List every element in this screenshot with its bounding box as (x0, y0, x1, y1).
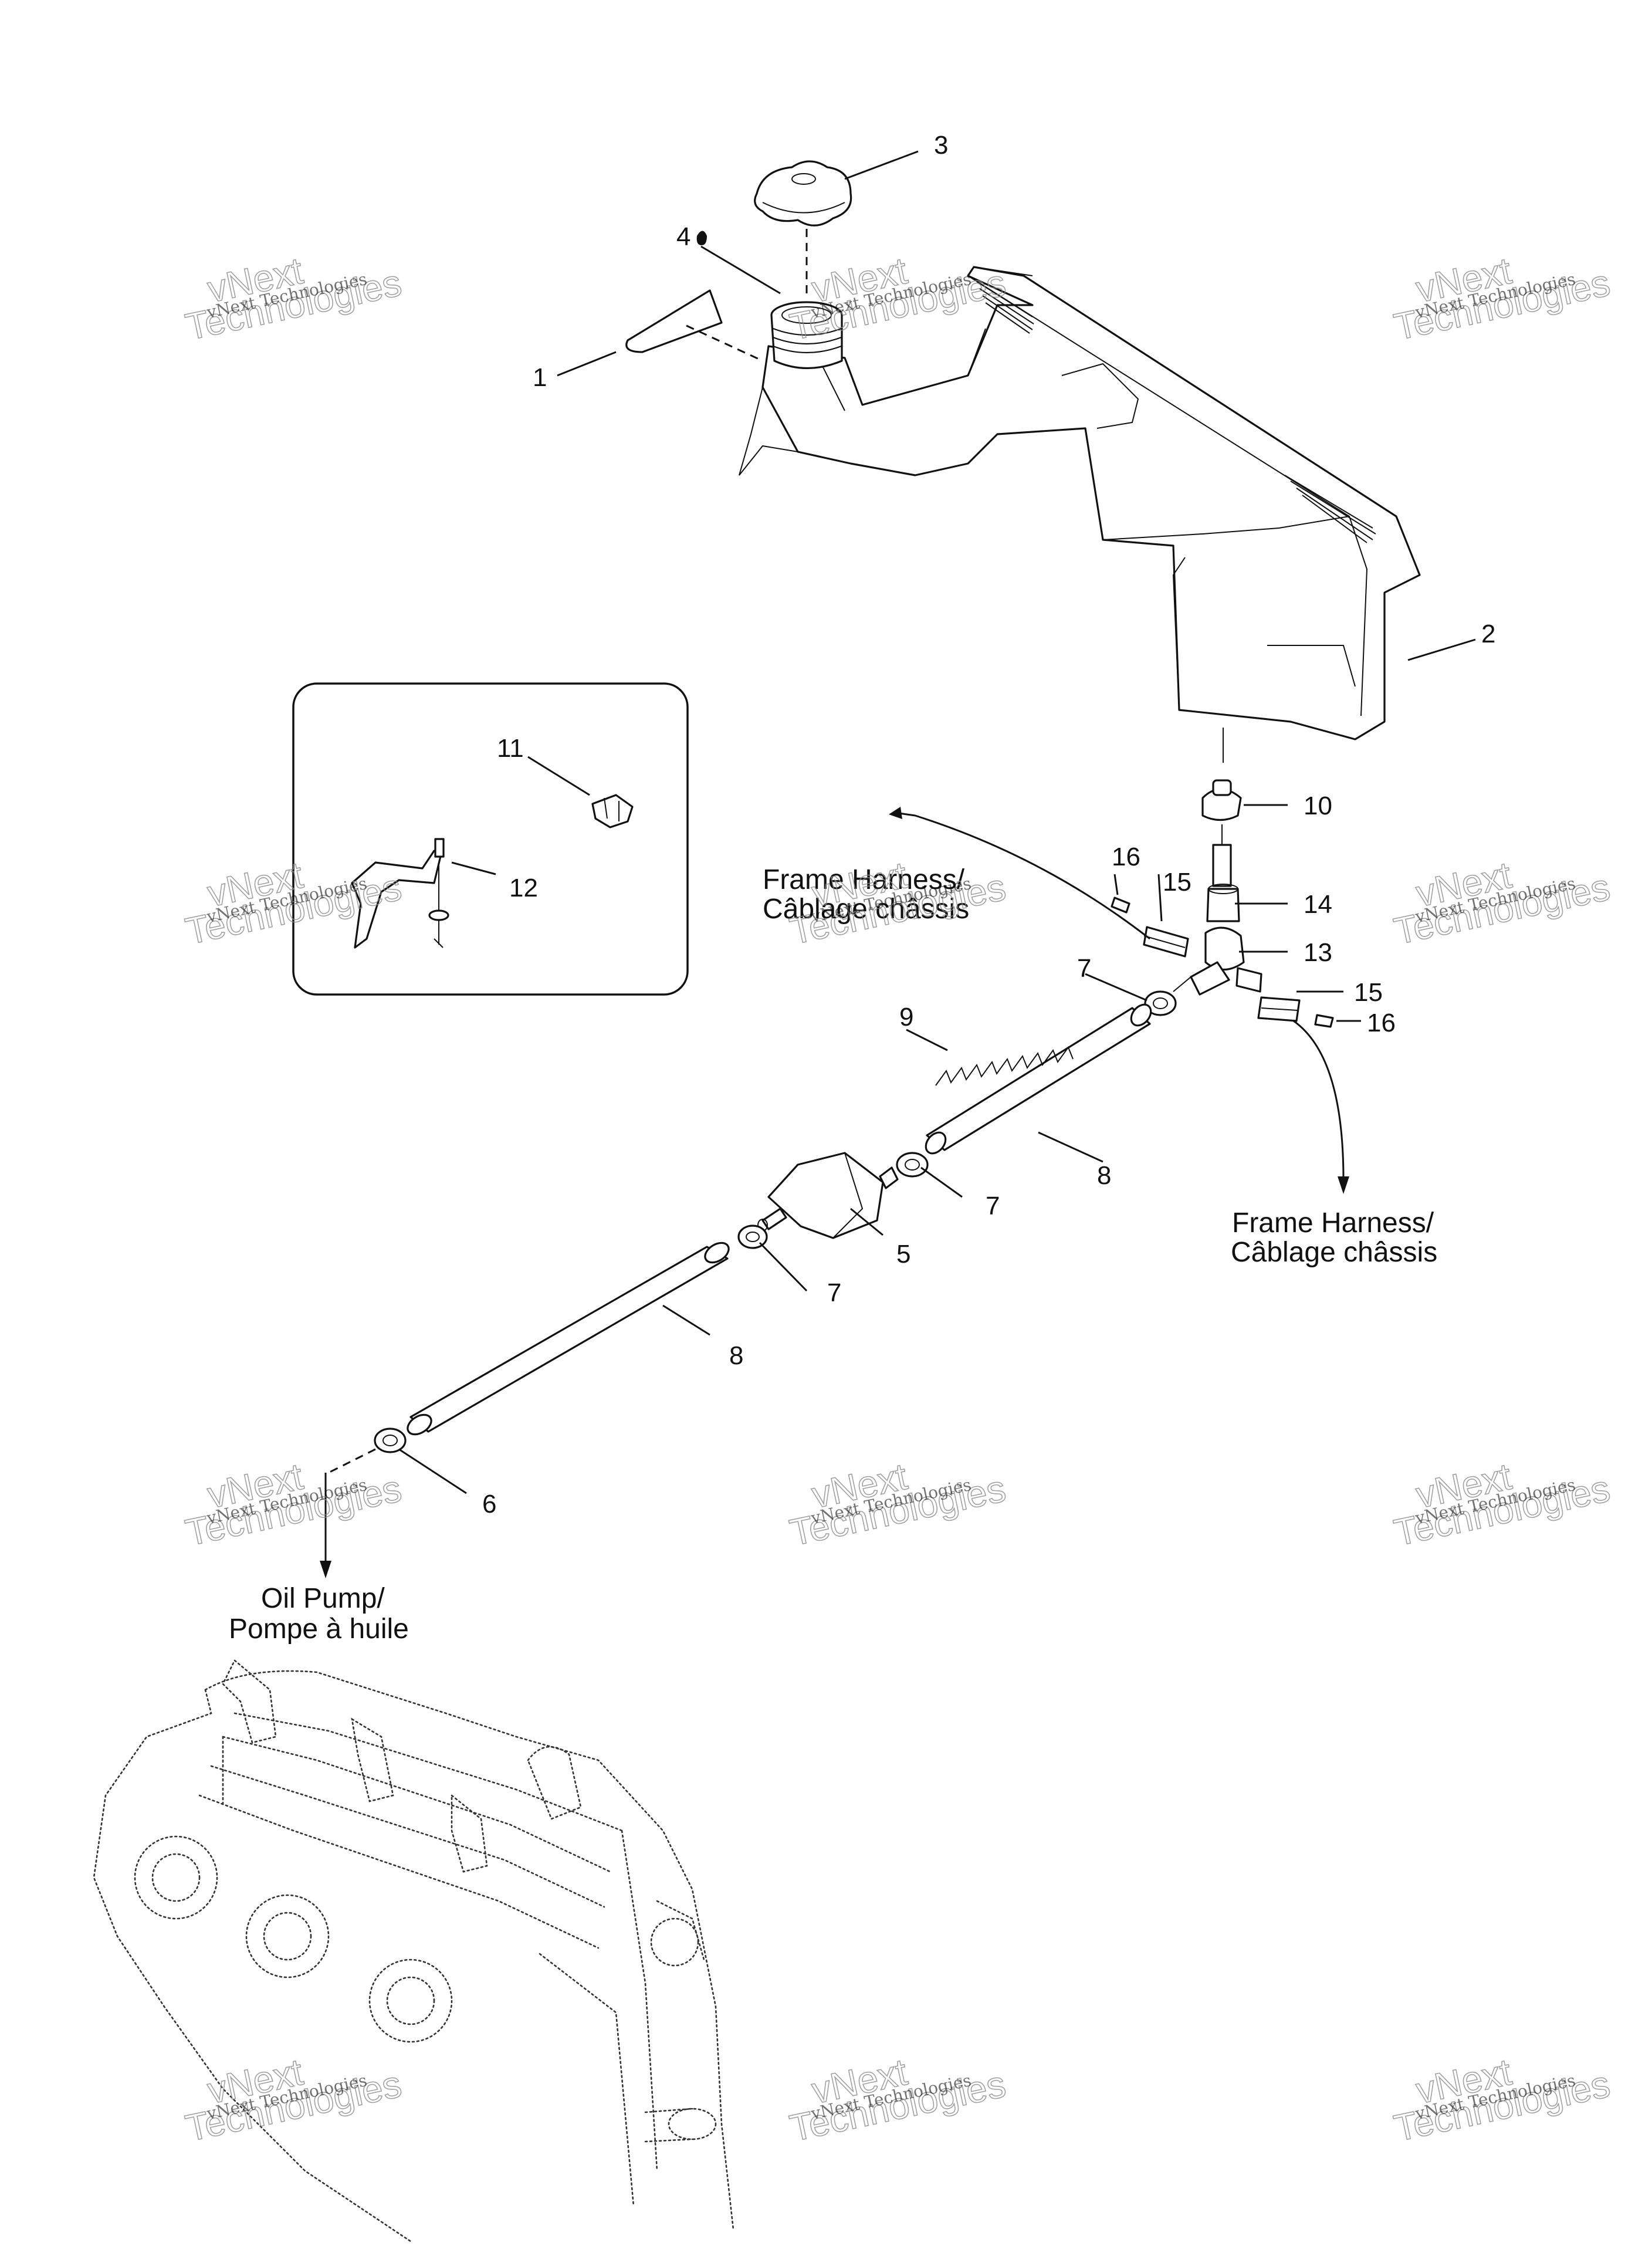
watermark-1: vNext Technologies vNext Technologies (181, 249, 405, 349)
clamp-lower (737, 1225, 768, 1249)
watermark-2: vNext Technologies vNext Technologies (786, 249, 1010, 349)
watermark-8: vNext Technologies vNext Technologies (786, 1455, 1010, 1554)
watermark-11: vNext Technologies vNext Technologies (786, 2050, 1010, 2150)
callout-11: 11 (497, 734, 524, 763)
callout-13: 13 (1304, 938, 1332, 967)
connector-left (1143, 926, 1189, 958)
oil-pump-line2: Pompe à huile (229, 1614, 409, 1645)
watermark-7: vNext Technologies vNext Technologies (181, 1455, 405, 1554)
callout-2: 2 (1481, 620, 1495, 648)
callout-7c: 7 (827, 1278, 841, 1307)
callout-15b: 15 (1354, 978, 1383, 1007)
callout-7b: 7 (986, 1192, 1000, 1220)
watermark-9: vNext Technologies vNext Technologies (1390, 1455, 1614, 1554)
oil-tank (739, 266, 1421, 763)
frame-harness-left-line2: Câblage châssis (763, 894, 969, 925)
engine-phantom (93, 1659, 734, 2243)
callout-7a: 7 (1077, 954, 1091, 983)
callout-16a: 16 (1112, 843, 1140, 871)
callout-14: 14 (1304, 890, 1332, 919)
tank-cap (754, 160, 852, 296)
callout-9: 9 (899, 1003, 913, 1031)
tee-fitting (1173, 926, 1262, 996)
clamp-upper (1144, 990, 1177, 1016)
watermark-6: vNext Technologies vNext Technologies (1390, 853, 1614, 953)
inline-filter (757, 1152, 899, 1239)
spring (935, 1046, 1074, 1086)
oil-pump-label: Oil Pump/ Pompe à huile (229, 1583, 409, 1645)
frame-harness-right-line1: Frame Harness/ (1232, 1208, 1434, 1239)
leader-lines (398, 150, 1476, 1494)
frame-harness-label-right: Frame Harness/ Câblage châssis (1231, 1208, 1437, 1268)
callout-labels: 3 4 1 2 10 14 13 15 16 16 15 7 9 8 7 5 7… (482, 131, 1495, 1518)
oil-pump-line1: Oil Pump/ (261, 1583, 385, 1614)
callout-4: 4 (676, 222, 690, 251)
clamp-middle (896, 1152, 929, 1178)
callout-12: 12 (509, 874, 538, 902)
callout-5: 5 (896, 1240, 910, 1269)
watermark-4: vNext Technologies vNext Technologies (181, 853, 405, 953)
connector-right (1257, 996, 1301, 1022)
inset-detail-box (292, 682, 689, 996)
clamp-pump (374, 1428, 407, 1453)
watermark-12: vNext Technologies vNext Technologies (1390, 2050, 1614, 2150)
callout-8b: 8 (729, 1341, 743, 1370)
watermark-5: vNext Technologies vNext Technologies (786, 853, 1010, 953)
callout-3: 3 (934, 131, 948, 160)
watermark-3: vNext Technologies vNext Technologies (1390, 249, 1614, 349)
terminal-left (1111, 897, 1130, 914)
hose-lower (407, 1242, 730, 1436)
callout-16b: 16 (1367, 1009, 1396, 1037)
terminal-right (1314, 1014, 1334, 1028)
callout-6: 6 (482, 1490, 496, 1518)
callout-8a: 8 (1097, 1161, 1111, 1190)
deflector-plate (625, 289, 763, 362)
callout-15a: 15 (1163, 868, 1191, 897)
frame-harness-left-line1: Frame Harness/ (763, 864, 965, 895)
oil-level-sensor (1206, 844, 1240, 922)
hose-upper (925, 1003, 1152, 1155)
callout-10: 10 (1304, 792, 1332, 820)
strainer (1201, 779, 1242, 848)
callout-1: 1 (533, 363, 547, 392)
watermark-10: vNext Technologies vNext Technologies (181, 2050, 405, 2150)
gasket-icon (696, 231, 707, 245)
frame-harness-label-left: Frame Harness/ Câblage châssis (763, 864, 969, 925)
frame-harness-right-line2: Câblage châssis (1231, 1237, 1437, 1268)
